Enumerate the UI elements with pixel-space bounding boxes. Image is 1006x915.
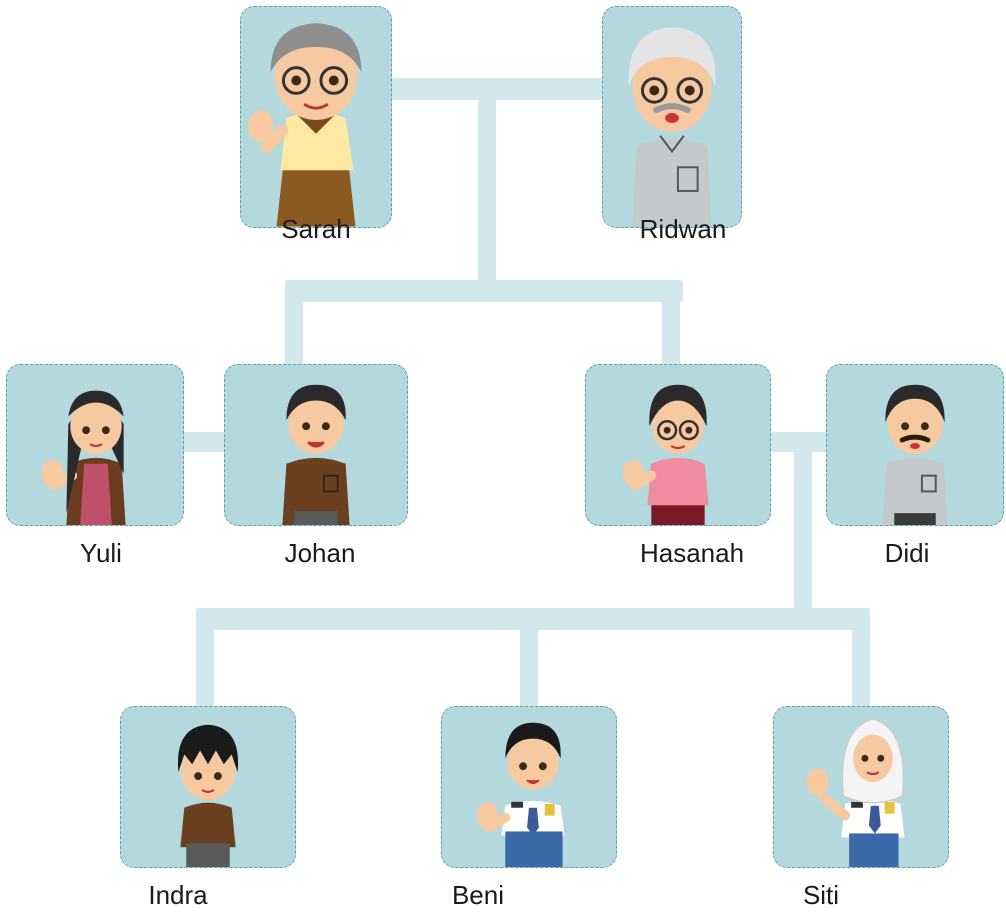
card-ridwan — [602, 6, 742, 228]
couple-link-yuli-johan — [180, 432, 226, 452]
card-didi — [826, 364, 1004, 526]
drop-siti — [852, 608, 870, 708]
label-ridwan: Ridwan — [639, 214, 727, 244]
label-siti: Siti — [802, 880, 840, 910]
siti-portrait — [806, 718, 905, 867]
yuli-portrait — [41, 390, 126, 525]
beni-portrait — [476, 722, 565, 867]
johan-portrait — [282, 384, 350, 525]
couple-link-grandparents — [388, 78, 604, 100]
indra-portrait — [177, 724, 239, 867]
card-hasanah — [585, 364, 771, 526]
card-indra — [120, 706, 296, 868]
label-didi: Didi — [884, 538, 930, 568]
trunk-grandparents — [478, 88, 496, 298]
label-beni: Beni — [451, 880, 505, 910]
label-hasanah: Hasanah — [639, 538, 745, 568]
card-siti — [773, 706, 949, 868]
card-yuli — [6, 364, 184, 526]
label-sarah: Sarah — [281, 214, 351, 244]
drop-beni — [520, 608, 538, 708]
card-beni — [441, 706, 617, 868]
drop-indra — [196, 608, 214, 708]
ridwan-portrait — [628, 27, 716, 227]
label-yuli: Yuli — [80, 538, 122, 568]
didi-portrait — [882, 384, 948, 525]
card-sarah — [240, 6, 392, 228]
hasanah-portrait — [622, 384, 709, 525]
drop-hasanah — [662, 280, 680, 370]
label-johan: Johan — [284, 538, 356, 568]
branch-children — [285, 280, 683, 302]
sarah-portrait — [247, 23, 362, 227]
card-johan — [224, 364, 408, 526]
trunk-hasanah-didi — [794, 432, 812, 624]
drop-johan — [285, 280, 303, 370]
label-indra: Indra — [148, 880, 208, 910]
